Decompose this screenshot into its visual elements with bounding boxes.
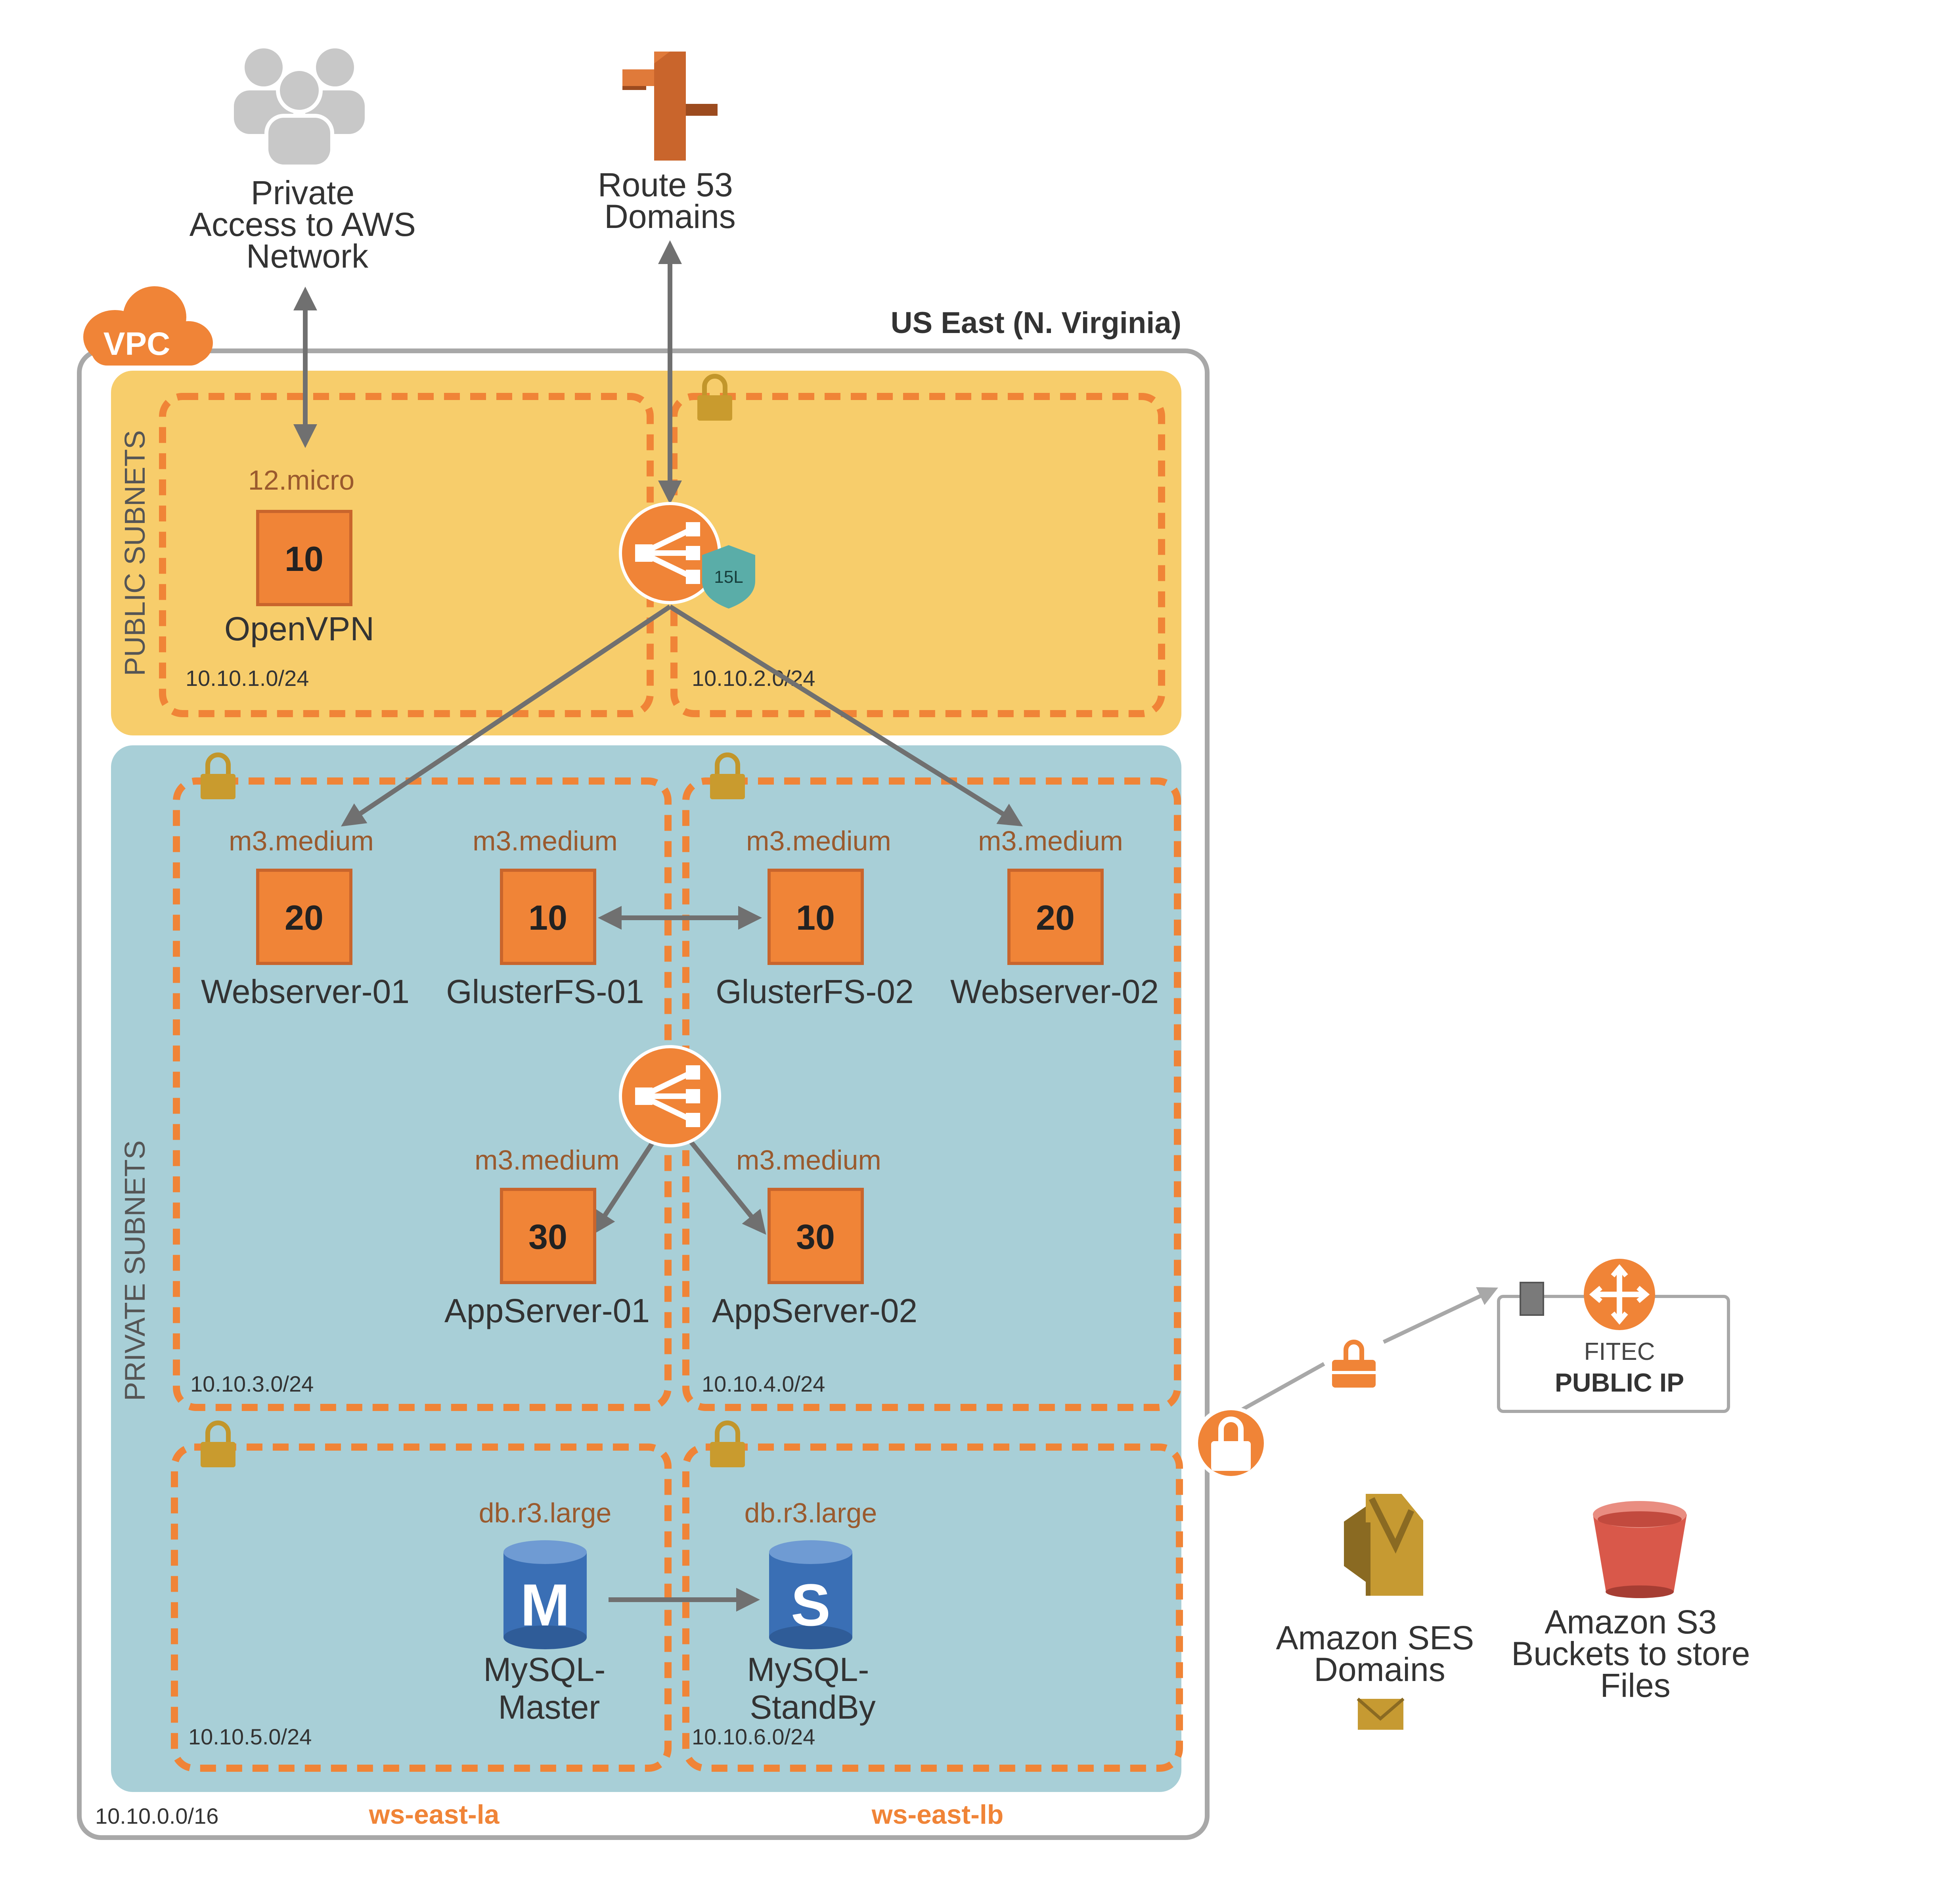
instance-name-appserver-02: AppServer-02 xyxy=(712,1292,917,1329)
az-label-b: ws-east-lb xyxy=(871,1800,1004,1830)
instance-count: 10 xyxy=(528,898,567,937)
subnet-cidr-private-a: 10.10.3.0/24 xyxy=(190,1371,314,1396)
vpc-cidr: 10.10.0.0/16 xyxy=(95,1803,218,1828)
instance-count: 10 xyxy=(285,539,323,578)
ec2-instance-icon xyxy=(256,510,352,606)
db-role-letter: M xyxy=(521,1572,570,1638)
route53-icon xyxy=(622,52,718,161)
ses-label: Amazon SES Domains xyxy=(1276,1619,1483,1688)
elb-web1-arrow xyxy=(341,605,672,827)
subnet-cidr-db-a: 10.10.5.0/24 xyxy=(188,1724,312,1749)
s3-bucket-icon xyxy=(1593,1501,1687,1598)
private-subnets-label: PRIVATE SUBNETS xyxy=(119,1140,151,1401)
instance-name-glusterfs-01: GlusterFS-01 xyxy=(446,973,644,1010)
instance-type: m3.medium xyxy=(475,1145,620,1175)
az-label-a: ws-east-la xyxy=(369,1800,500,1830)
ec2-instance-icon xyxy=(500,1188,596,1284)
instance-name-glusterfs-02: GlusterFS-02 xyxy=(716,973,914,1010)
vpn-connection-arrow xyxy=(1382,1287,1499,1344)
s3-label: Amazon S3 Buckets to store Files xyxy=(1511,1603,1759,1704)
ec2-instance-icon xyxy=(1007,869,1104,965)
instance-type: m3.medium xyxy=(978,825,1123,856)
instance-count: 30 xyxy=(528,1217,567,1256)
ses-icon xyxy=(1344,1494,1423,1596)
vpn-connection-line xyxy=(1238,1362,1325,1413)
subnet-cidr-db-b: 10.10.6.0/24 xyxy=(692,1724,815,1749)
instance-count: 20 xyxy=(285,898,323,937)
ec2-instance-icon xyxy=(768,869,864,965)
vpc-cloud-icon: VPC xyxy=(83,286,213,366)
db-name-master: MySQL- Master xyxy=(483,1651,614,1726)
instance-name-openvpn: OpenVPN xyxy=(224,610,374,647)
private-subnets-area xyxy=(111,745,1181,1792)
internal-load-balancer-icon xyxy=(619,1045,721,1147)
vpc-badge: VPC xyxy=(103,326,170,362)
ec2-instance-icon xyxy=(500,869,596,965)
gateway-subtitle: PUBLIC IP xyxy=(1555,1368,1684,1397)
db-name-standby: MySQL- StandBy xyxy=(747,1651,878,1726)
subnet-public-a xyxy=(159,393,654,717)
region-title: US East (N. Virginia) xyxy=(891,306,1181,340)
subnet-db-b xyxy=(682,1444,1183,1772)
gateway-device-icon xyxy=(1520,1282,1544,1316)
public-subnets-label: PUBLIC SUBNETS xyxy=(119,430,151,676)
instance-count: 10 xyxy=(796,898,835,937)
subnet-public-b xyxy=(670,393,1165,717)
router-icon xyxy=(1584,1259,1655,1330)
instance-count: 20 xyxy=(1036,898,1075,937)
instance-name-appserver-01: AppServer-01 xyxy=(444,1292,650,1329)
vpn-connection-lock-icon xyxy=(1332,1340,1376,1388)
shield-icon: 15L xyxy=(702,545,755,609)
db-role-letter: S xyxy=(791,1572,831,1638)
db-instance-type: db.r3.large xyxy=(745,1497,877,1528)
instance-type: m3.medium xyxy=(229,825,374,856)
instance-type: m3.medium xyxy=(746,825,891,856)
subnet-db-a xyxy=(171,1444,672,1772)
users-label: Private Access to AWS Network xyxy=(189,174,425,275)
route53-label: Route 53 Domains xyxy=(598,166,742,235)
instance-count: 30 xyxy=(796,1217,835,1256)
instance-name-webserver-02: Webserver-02 xyxy=(950,973,1159,1010)
subnet-cidr-private-b: 10.10.4.0/24 xyxy=(702,1371,825,1396)
instance-type: 12.micro xyxy=(248,465,354,496)
subnet-cidr-public-a: 10.10.1.0/24 xyxy=(186,666,309,691)
vpn-gateway-icon xyxy=(1194,1406,1268,1480)
elb-web2-arrow xyxy=(668,604,1023,827)
elb-badge: 15L xyxy=(714,567,743,587)
gateway-title: FITEC xyxy=(1584,1338,1655,1365)
ec2-instance-icon xyxy=(768,1188,864,1284)
instance-type: m3.medium xyxy=(473,825,618,856)
database-icon xyxy=(769,1540,852,1649)
instance-type: m3.medium xyxy=(736,1145,881,1175)
db-instance-type: db.r3.large xyxy=(479,1497,612,1528)
instance-name-webserver-01: Webserver-01 xyxy=(201,973,410,1010)
ec2-instance-icon xyxy=(256,869,352,965)
email-icon xyxy=(1357,1697,1405,1730)
database-icon xyxy=(503,1540,587,1649)
users-icon xyxy=(234,48,365,168)
